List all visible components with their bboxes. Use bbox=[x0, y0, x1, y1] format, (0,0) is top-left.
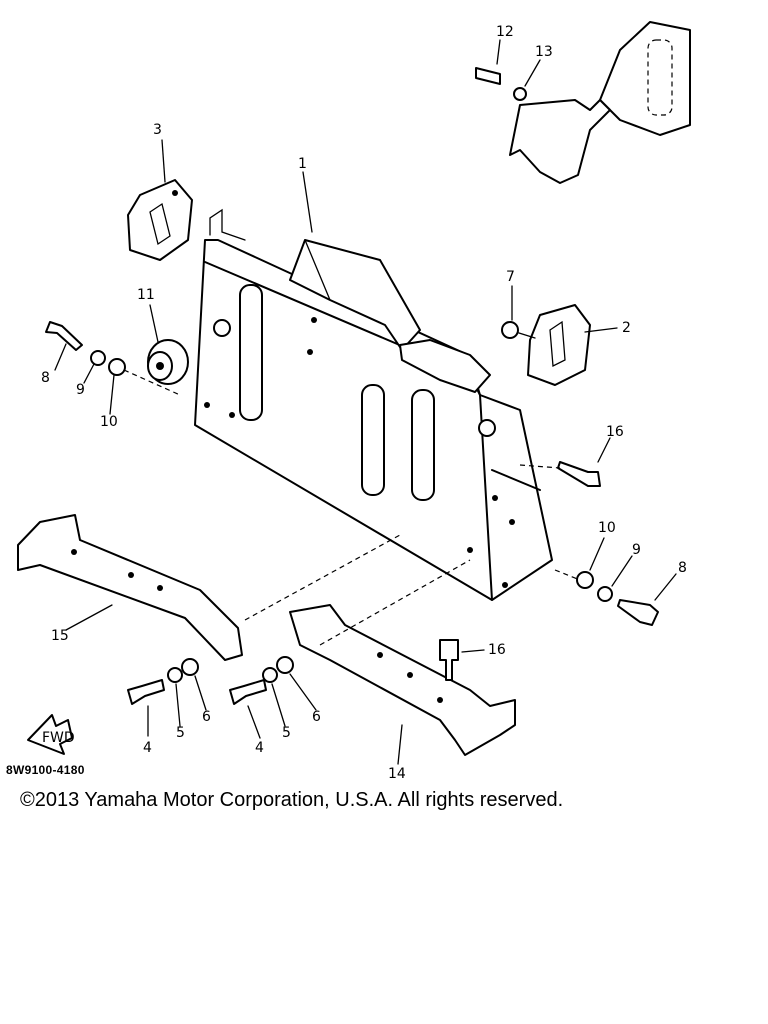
callout-5a: 5 bbox=[176, 725, 185, 741]
callout-16b: 16 bbox=[488, 642, 506, 658]
callout-3: 3 bbox=[153, 122, 162, 138]
callout-6b: 6 bbox=[312, 709, 321, 725]
callout-9a: 9 bbox=[76, 382, 85, 398]
grommet-part-11 bbox=[147, 339, 189, 385]
callout-4a: 4 bbox=[143, 740, 152, 756]
callout-2: 2 bbox=[622, 320, 631, 336]
bracket-part-3 bbox=[127, 179, 193, 261]
callout-5b: 5 bbox=[282, 725, 291, 741]
leader-lines bbox=[54, 39, 677, 765]
copyright-notice: ©2013 Yamaha Motor Corporation, U.S.A. A… bbox=[20, 789, 564, 811]
callout-14: 14 bbox=[388, 766, 406, 782]
callout-8b: 8 bbox=[678, 560, 687, 576]
callout-9b: 9 bbox=[632, 542, 641, 558]
callout-4b: 4 bbox=[255, 740, 264, 756]
callout-12: 12 bbox=[496, 24, 514, 40]
callout-16a: 16 bbox=[606, 424, 624, 440]
callout-numbers: 1 2 3 4 4 5 5 6 6 7 8 8 9 9 10 10 11 12 … bbox=[41, 24, 687, 782]
callout-8a: 8 bbox=[41, 370, 50, 386]
callout-7: 7 bbox=[506, 269, 515, 285]
left-fasteners bbox=[45, 321, 181, 396]
nut-part-7 bbox=[501, 321, 536, 339]
main-bracket-part bbox=[194, 208, 553, 601]
bottom-fasteners bbox=[127, 639, 459, 705]
callout-13: 13 bbox=[535, 44, 553, 60]
crossmember-part-15 bbox=[17, 514, 401, 661]
handle-assembly bbox=[475, 21, 691, 184]
diagram-reference-code: 8W9100-4180 bbox=[6, 763, 85, 777]
callout-10a: 10 bbox=[100, 414, 118, 430]
callout-11: 11 bbox=[137, 287, 155, 303]
callout-15: 15 bbox=[51, 628, 69, 644]
fwd-label: FWD bbox=[42, 730, 75, 746]
callout-6a: 6 bbox=[202, 709, 211, 725]
bracket-part-2 bbox=[527, 304, 591, 386]
crossmember-part-14 bbox=[289, 559, 516, 756]
callout-10b: 10 bbox=[598, 520, 616, 536]
fwd-arrow-icon: FWD bbox=[27, 714, 75, 755]
right-fasteners bbox=[519, 461, 659, 626]
callout-1: 1 bbox=[298, 156, 307, 172]
